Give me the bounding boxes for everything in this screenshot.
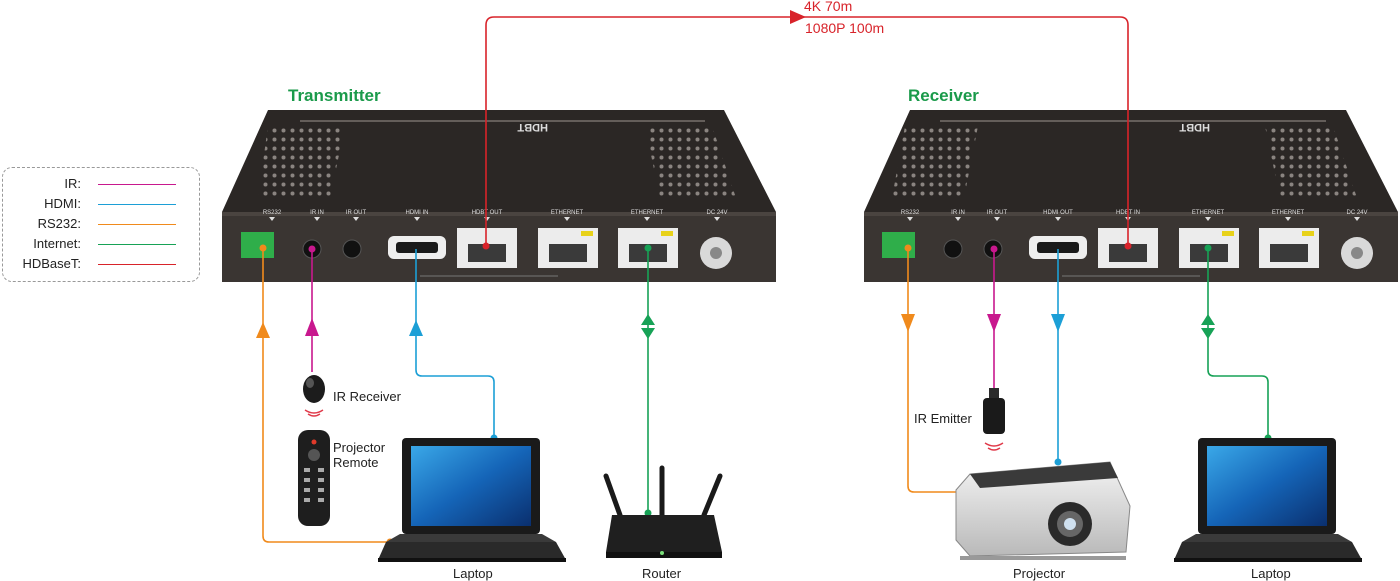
- projector-label: Projector: [1013, 566, 1066, 581]
- tx-port-marker-5: [564, 217, 570, 221]
- rs232-terminal-tx: [241, 232, 274, 258]
- legend-hdmi-label: HDMI:: [44, 196, 81, 211]
- laptop-left-label: Laptop: [453, 566, 493, 581]
- rs232-cable-tx: [262, 248, 390, 543]
- rx-port-label-7: DC 24V: [1346, 210, 1367, 216]
- ir-emitter-icon: [983, 388, 1005, 451]
- projector-icon: [955, 461, 1131, 560]
- tx-port-label-7: DC 24V: [706, 210, 727, 216]
- legend-ir-label: IR:: [64, 176, 81, 191]
- tx-port-marker-1: [314, 217, 320, 221]
- legend-rs232-label: RS232:: [37, 216, 81, 231]
- tx-port-marker-0: [269, 217, 275, 221]
- rx-port-label-5: ETHERNET: [1192, 210, 1225, 216]
- rx-port-marker-7: [1354, 217, 1360, 221]
- legend-ir-line: [98, 184, 176, 185]
- rx-port-marker-6: [1285, 217, 1291, 221]
- projector-remote-icon: [298, 430, 330, 526]
- link-spec-1080p: 1080P 100m: [805, 20, 885, 36]
- rx-port-marker-3: [1055, 217, 1061, 221]
- hdmi-cable-tx: [415, 249, 495, 438]
- internet-cable-rx: [1207, 248, 1269, 438]
- tx-port-label-6: ETHERNET: [631, 210, 664, 216]
- transmitter-title: Transmitter: [288, 86, 381, 105]
- legend-internet-line: [98, 244, 176, 245]
- receiver-title: Receiver: [908, 86, 979, 105]
- rx-port-marker-0: [907, 217, 913, 221]
- tx-port-marker-3: [414, 217, 420, 221]
- laptop-icon-left: [378, 438, 566, 562]
- tx-port-marker-6: [644, 217, 650, 221]
- transmitter-device: RS232 IR IN IR OUT HDMI IN HDBT OUT ETHERNET E…: [222, 110, 776, 282]
- ir-emitter-label: IR Emitter: [914, 411, 972, 426]
- rs232-terminal-rx: [882, 232, 915, 258]
- rx-port-marker-2: [994, 217, 1000, 221]
- ir-receiver-icon: [303, 375, 325, 417]
- transmitter-port-labels: RS232 IR IN IR OUT HDMI IN HDBT OUT ETHERNET E…: [263, 210, 728, 221]
- link-spec-4k: 4K 70m: [804, 0, 853, 14]
- projector-remote-label-1: Projector: [333, 440, 386, 455]
- tx-port-label-2: IR OUT: [346, 210, 367, 216]
- tx-port-label-1: IR IN: [310, 210, 324, 216]
- ir-receiver-label: IR Receiver: [333, 389, 401, 404]
- ir-out-jack-tx: [342, 239, 362, 259]
- hdbaset-cable: [485, 16, 1129, 246]
- laptop-right-label: Laptop: [1251, 566, 1291, 581]
- tx-port-label-0: RS232: [263, 210, 282, 216]
- tx-port-label-4: HDBT OUT: [472, 210, 503, 216]
- rs232-cable-rx: [907, 248, 962, 493]
- router-icon: [603, 465, 723, 558]
- tx-port-label-3: HDMI IN: [406, 210, 429, 216]
- rx-port-label-1: IR IN: [951, 210, 965, 216]
- tx-port-marker-7: [714, 217, 720, 221]
- rx-port-label-2: IR OUT: [987, 210, 1008, 216]
- legend-internet-label: Internet:: [33, 236, 81, 251]
- rx-port-marker-5: [1205, 217, 1211, 221]
- brand-mark-tx: HDBT: [517, 121, 548, 133]
- legend-hdmi-line: [98, 204, 176, 205]
- hdbaset-arrow: [790, 10, 806, 24]
- legend-hdbaset-line: [98, 264, 176, 265]
- rx-port-label-6: ETHERNET: [1272, 210, 1305, 216]
- tx-port-label-5: ETHERNET: [551, 210, 584, 216]
- ir-in-jack-rx: [943, 239, 963, 259]
- projector-remote-label-2: Remote: [333, 455, 379, 470]
- rx-port-label-0: RS232: [901, 210, 920, 216]
- brand-mark-rx: HDBT: [1179, 121, 1210, 133]
- legend-hdbaset-label: HDBaseT:: [22, 256, 81, 271]
- rx-port-label-3: HDMI OUT: [1043, 210, 1073, 216]
- rx-port-marker-1: [955, 217, 961, 221]
- legend-rs232-line: [98, 224, 176, 225]
- tx-port-marker-2: [353, 217, 359, 221]
- router-label: Router: [642, 566, 682, 581]
- legend: IR: HDMI: RS232: Internet: HDBaseT:: [2, 167, 200, 282]
- laptop-icon-right: [1174, 438, 1362, 562]
